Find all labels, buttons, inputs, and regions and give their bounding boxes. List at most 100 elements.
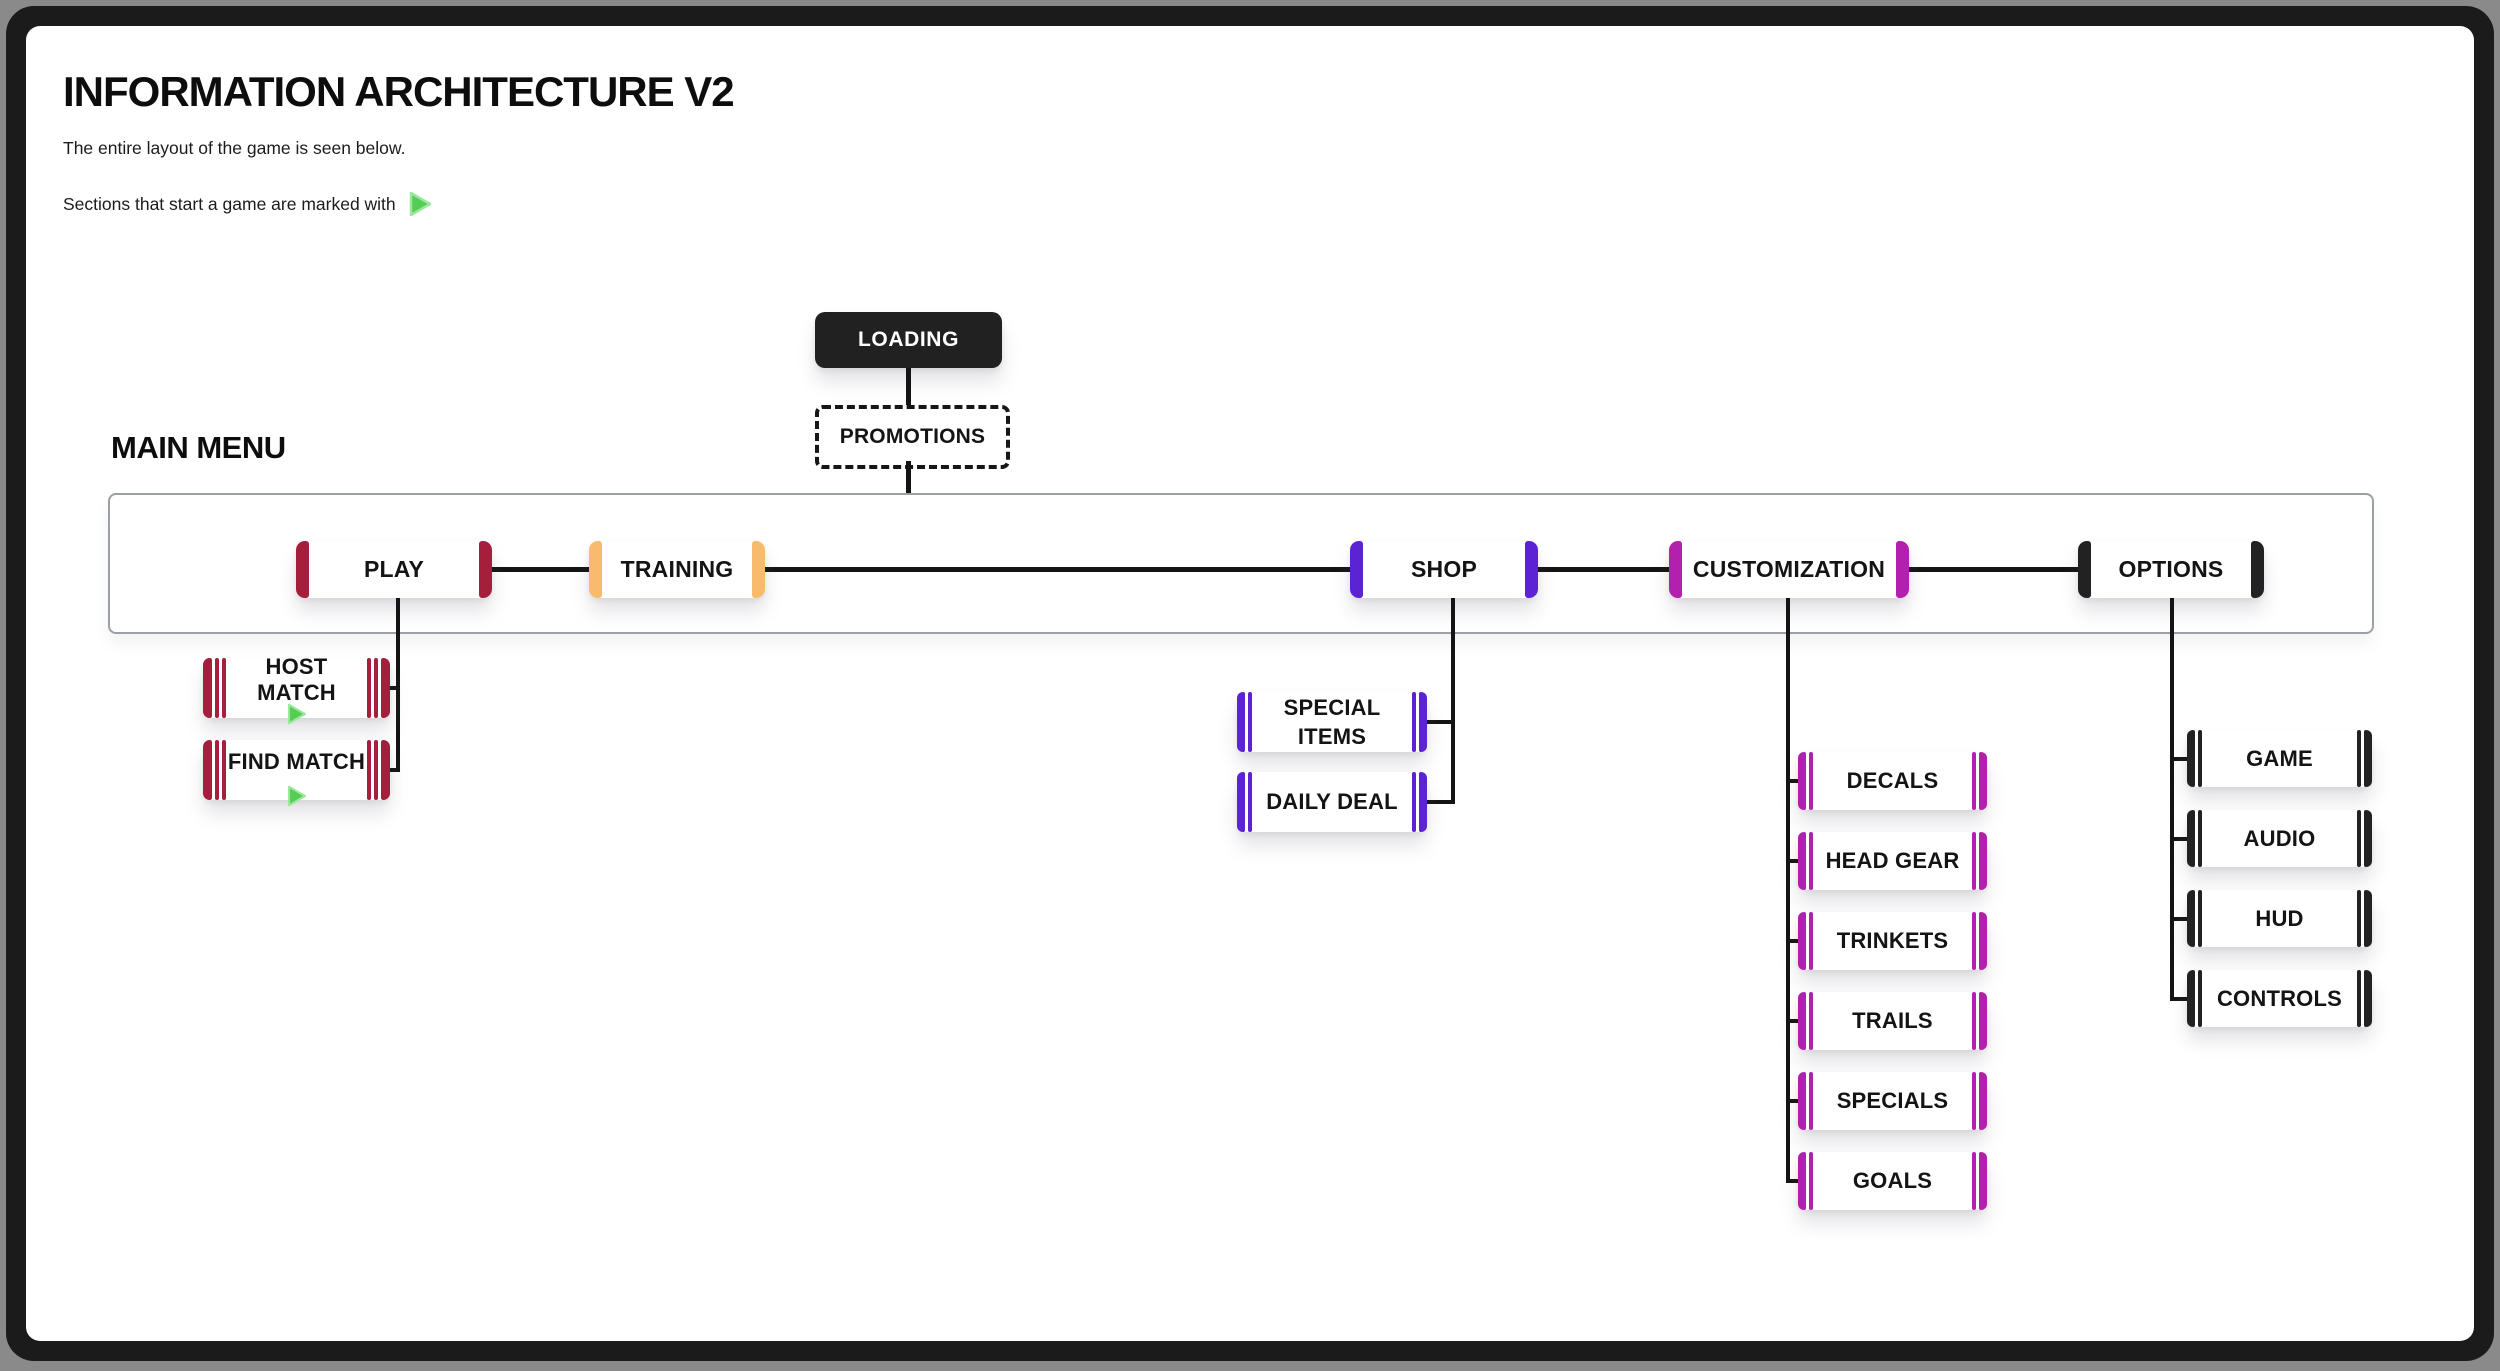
node-find-match[interactable]: FIND MATCH <box>203 740 390 807</box>
node-label: AUDIO <box>2243 825 2316 851</box>
main-menu-heading: MAIN MENU <box>111 430 286 465</box>
accent-bars-right <box>2357 730 2372 787</box>
start-game-icon <box>287 703 306 725</box>
connector-shop-customization <box>1538 567 1669 572</box>
node-host-match[interactable]: HOST MATCH <box>203 654 390 725</box>
accent-bars-left <box>2187 730 2202 787</box>
accent-bars-left <box>1798 1072 1813 1130</box>
connector-specials-stub <box>1786 1099 1800 1103</box>
white-content-surface <box>26 26 2474 1341</box>
accent-bars-left <box>2187 890 2202 947</box>
node-shop[interactable]: SHOP <box>1350 541 1538 598</box>
accent-bars-right <box>1525 541 1538 598</box>
node-label: TRAINING <box>620 556 734 582</box>
connector-daily-deal-stub <box>1425 800 1455 804</box>
accent-bars-left <box>296 541 309 598</box>
node-promotions[interactable]: PROMOTIONS <box>815 405 1010 469</box>
accent-bars-left <box>589 541 602 598</box>
accent-bars-left <box>1350 541 1363 598</box>
accent-bars-right <box>1896 541 1909 598</box>
connector-play-training <box>492 567 589 572</box>
node-label: DECALS <box>1846 768 1939 793</box>
intro-line-2-text: Sections that start a game are marked wi… <box>63 193 396 214</box>
node-customization[interactable]: CUSTOMIZATION <box>1669 541 1909 598</box>
accent-bars-right <box>367 740 390 800</box>
accent-bars-right <box>1412 772 1427 832</box>
node-label: GOALS <box>1852 1168 1933 1193</box>
accent-bars-left <box>1798 1152 1813 1210</box>
node-specials[interactable]: SPECIALS <box>1798 1072 1987 1130</box>
node-trails[interactable]: TRAILS <box>1798 992 1987 1050</box>
connector-play-spine <box>396 598 400 772</box>
node-controls[interactable]: CONTROLS <box>2187 970 2372 1027</box>
node-hud[interactable]: HUD <box>2187 890 2372 947</box>
node-label: TRAILS <box>1852 1008 1933 1033</box>
node-head-gear[interactable]: HEAD GEAR <box>1798 832 1987 890</box>
node-label: SPECIAL ITEMS <box>1283 694 1381 749</box>
node-special-items[interactable]: SPECIAL ITEMS <box>1237 692 1427 752</box>
accent-bars-right <box>1972 912 1987 970</box>
intro-line-1: The entire layout of the game is seen be… <box>63 138 406 158</box>
accent-bars-right <box>479 541 492 598</box>
node-label: PLAY <box>363 556 425 582</box>
node-daily-deal[interactable]: DAILY DEAL <box>1237 772 1427 832</box>
connector-head-gear-stub <box>1786 859 1800 863</box>
node-label: CONTROLS <box>2216 985 2343 1011</box>
node-loading[interactable]: LOADING <box>815 312 1002 368</box>
node-label: TRINKETS <box>1836 928 1949 953</box>
accent-bars-right <box>1972 992 1987 1050</box>
accent-bars-right <box>1972 752 1987 810</box>
node-game[interactable]: GAME <box>2187 730 2372 787</box>
accent-bars-left <box>1798 992 1813 1050</box>
accent-bars-right <box>2357 970 2372 1027</box>
connector-promotions-mainmenu <box>906 461 911 494</box>
connector-special-items-stub <box>1425 720 1455 724</box>
accent-bars-left <box>1237 692 1252 752</box>
connector-options-spine <box>2170 598 2174 1001</box>
connector-audio-stub <box>2170 837 2189 841</box>
node-label: SPECIALS <box>1836 1088 1949 1113</box>
node-label: DAILY DEAL <box>1266 789 1398 814</box>
accent-bars-right <box>752 541 765 598</box>
node-play[interactable]: PLAY <box>296 541 492 598</box>
connector-find-match-stub <box>388 768 400 772</box>
connector-host-match-stub <box>388 686 400 690</box>
node-label: FIND MATCH <box>227 749 366 774</box>
accent-bars-left <box>1237 772 1252 832</box>
accent-bars-left <box>1798 832 1813 890</box>
node-label: GAME <box>2246 745 2313 771</box>
node-options[interactable]: OPTIONS <box>2078 541 2264 598</box>
accent-bars-left <box>203 740 226 800</box>
accent-bars-left <box>203 658 226 718</box>
node-trinkets[interactable]: TRINKETS <box>1798 912 1987 970</box>
connector-trinkets-stub <box>1786 939 1800 943</box>
node-label: LOADING <box>857 328 960 351</box>
accent-bars-left <box>1798 912 1813 970</box>
connector-shop-spine <box>1451 598 1455 803</box>
node-label: HOST MATCH <box>257 654 336 705</box>
node-training[interactable]: TRAINING <box>589 541 765 598</box>
node-label: SHOP <box>1411 556 1477 582</box>
accent-bars-right <box>1972 1152 1987 1210</box>
accent-bars-right <box>2251 541 2264 598</box>
node-goals[interactable]: GOALS <box>1798 1152 1987 1210</box>
accent-bars-right <box>1972 832 1987 890</box>
connector-controls-stub <box>2170 997 2189 1001</box>
accent-bars-right <box>2357 890 2372 947</box>
connector-customization-spine <box>1786 598 1790 1183</box>
accent-bars-left <box>2187 970 2202 1027</box>
connector-hud-stub <box>2170 917 2189 921</box>
start-game-legend-icon <box>409 191 431 217</box>
node-label: PROMOTIONS <box>839 425 986 448</box>
connector-goals-stub <box>1786 1179 1800 1183</box>
node-audio[interactable]: AUDIO <box>2187 810 2372 867</box>
intro-line-2: Sections that start a game are marked wi… <box>63 190 433 218</box>
accent-bars-left <box>2187 810 2202 867</box>
node-decals[interactable]: DECALS <box>1798 752 1987 810</box>
connector-game-stub <box>2170 757 2189 761</box>
accent-bars-left <box>1798 752 1813 810</box>
accent-bars-left <box>1669 541 1682 598</box>
node-label: HUD <box>2255 905 2304 931</box>
accent-bars-right <box>367 658 390 718</box>
